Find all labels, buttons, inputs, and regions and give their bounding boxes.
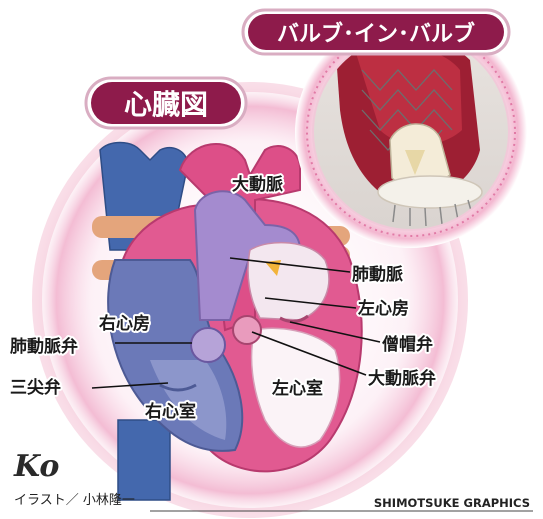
label-left-atrium: 左心房 xyxy=(358,298,409,319)
label-tricuspid-valve: 三尖弁 xyxy=(10,377,61,398)
label-aortic-valve: 大動脈弁 xyxy=(368,368,436,389)
inferior-vena-cava xyxy=(118,420,170,500)
left-atrium xyxy=(248,243,329,320)
label-pulmonary-valve: 肺動脈弁 xyxy=(10,336,78,357)
label-mitral-valve: 僧帽弁 xyxy=(382,334,433,355)
inset-sewing-ring xyxy=(378,176,482,208)
aortic-valve xyxy=(233,316,261,344)
pulmonary-valve xyxy=(191,328,225,362)
graphics-credit: SHIMOTSUKE GRAPHICS xyxy=(374,496,530,510)
artist-monogram: Ko xyxy=(13,449,59,484)
label-right-atrium: 右心房 xyxy=(99,313,150,334)
valve-in-valve-title-text: バルブ･イン･バルブ xyxy=(277,21,475,47)
heart-diagram-title: 心臓図 xyxy=(86,78,246,128)
heart-diagram-title-text: 心臓図 xyxy=(124,88,208,121)
valve-in-valve-title: バルブ･イン･バルブ xyxy=(243,10,509,54)
label-left-ventricle: 左心室 xyxy=(272,378,323,399)
label-pulmonary-artery: 肺動脈 xyxy=(352,264,403,285)
label-aorta: 大動脈 xyxy=(232,174,283,195)
illustration-credit: イラスト／ 小林隆一 xyxy=(14,493,135,508)
label-right-ventricle: 右心室 xyxy=(145,401,196,422)
